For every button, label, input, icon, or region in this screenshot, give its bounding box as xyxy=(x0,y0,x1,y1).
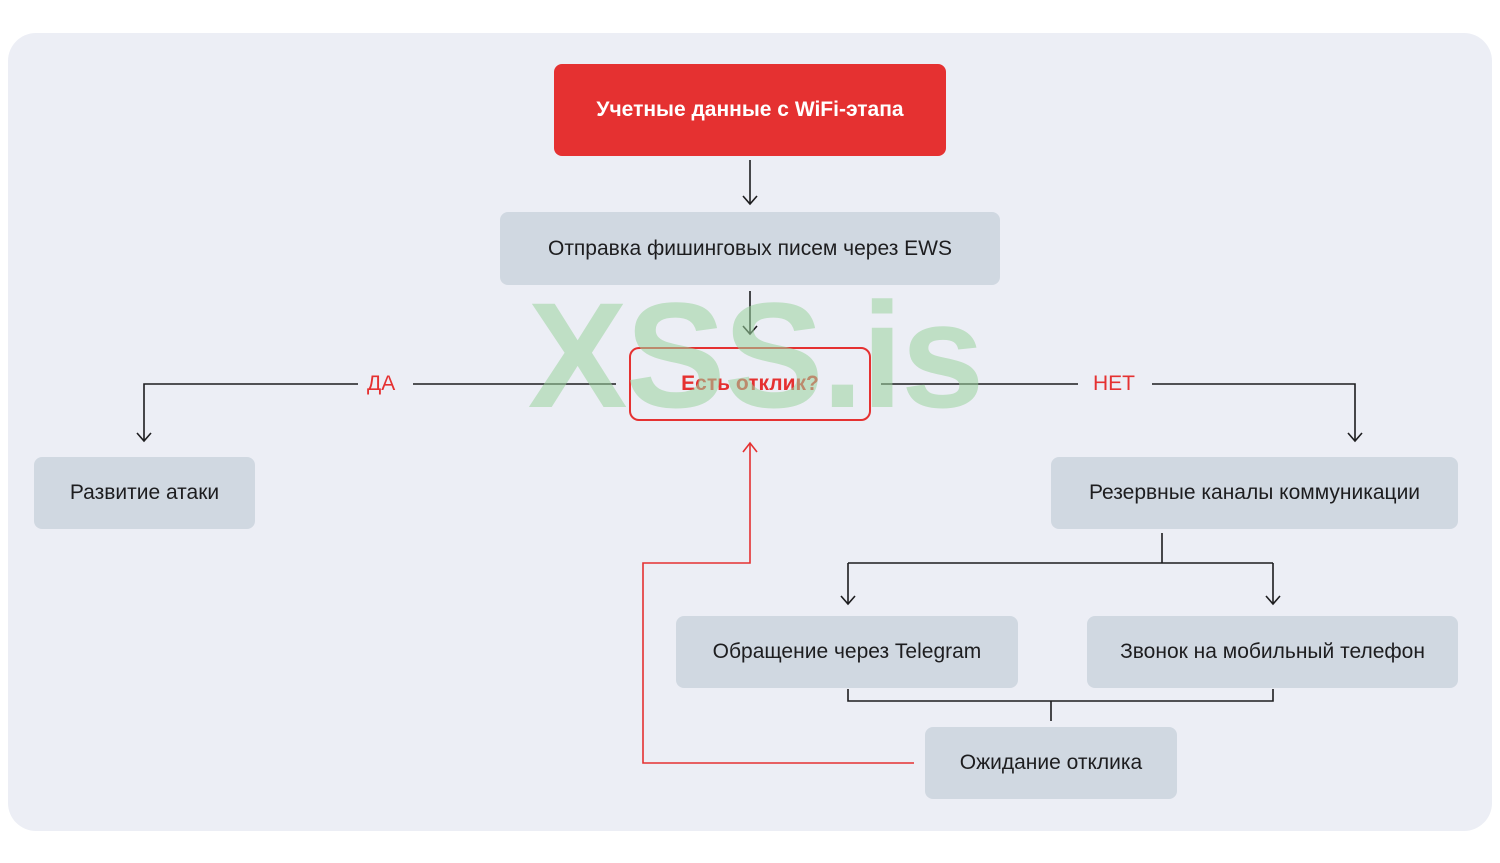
node-response-decision: Есть отклик? xyxy=(629,347,871,421)
node-wifi-credentials: Учетные данные с WiFi-этапа xyxy=(554,64,946,156)
node-telegram-contact: Обращение через Telegram xyxy=(676,616,1018,688)
line-no-branch xyxy=(881,383,1356,440)
line-backup-split xyxy=(847,533,1274,603)
line-yes-branch xyxy=(143,383,616,440)
node-phishing-ews: Отправка фишинговых писем через EWS xyxy=(500,212,1000,285)
label-yes: ДА xyxy=(367,372,396,395)
line-merge-to-waiting xyxy=(847,689,1274,721)
node-waiting-response: Ожидание отклика xyxy=(925,727,1177,799)
label-no: НЕТ xyxy=(1093,372,1135,395)
line-loop-back xyxy=(642,444,914,764)
node-backup-channels: Резервные каналы коммуникации xyxy=(1051,457,1458,529)
node-mobile-call: Звонок на мобильный телефон xyxy=(1087,616,1458,688)
node-attack-development: Развитие атаки xyxy=(34,457,255,529)
